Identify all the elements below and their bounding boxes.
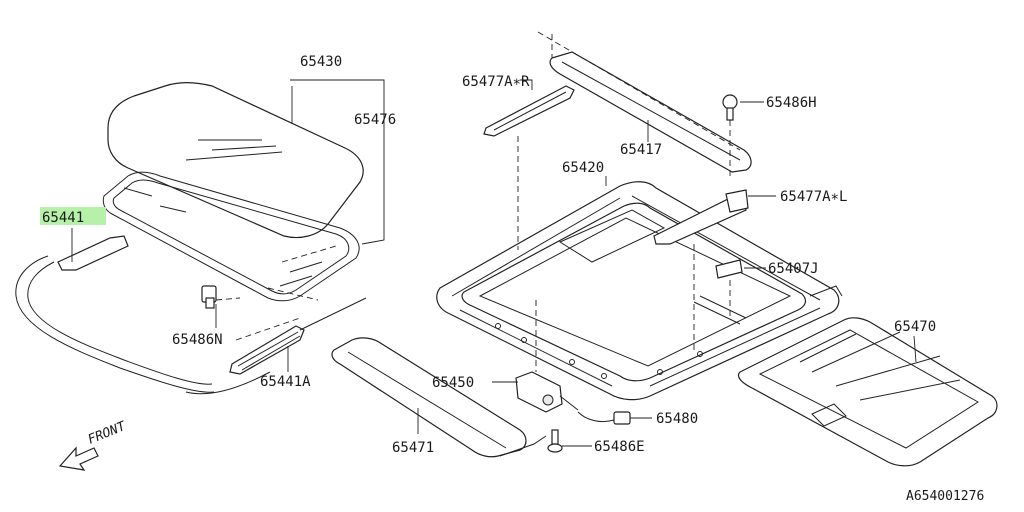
part-highlight <box>40 207 106 225</box>
front-rail[interactable] <box>537 31 752 173</box>
sunshade-panel[interactable] <box>737 317 998 467</box>
link-right[interactable] <box>483 85 575 250</box>
label-65486H[interactable]: 65486H <box>766 95 817 111</box>
front-arrow-icon <box>58 446 99 471</box>
label-65417[interactable]: 65417 <box>620 142 662 158</box>
guide-bracket[interactable] <box>229 297 367 375</box>
label-65477A-L[interactable]: 65477A∗L <box>780 189 847 205</box>
label-65486N[interactable]: 65486N <box>172 332 223 348</box>
screw-65486E[interactable] <box>547 429 563 453</box>
screw-65486H[interactable] <box>722 94 738 180</box>
label-65471[interactable]: 65471 <box>392 440 434 456</box>
label-65420[interactable]: 65420 <box>562 160 604 176</box>
motor-harness[interactable] <box>577 411 631 425</box>
label-65486E[interactable]: 65486E <box>594 439 645 455</box>
label-65476[interactable]: 65476 <box>354 112 396 128</box>
sunroof-motor[interactable] <box>515 300 579 413</box>
label-65450[interactable]: 65450 <box>432 375 474 391</box>
label-65470[interactable]: 65470 <box>894 319 936 335</box>
wind-deflector[interactable] <box>15 235 271 395</box>
glass-frame-seal[interactable] <box>102 171 360 302</box>
label-65480[interactable]: 65480 <box>656 411 698 427</box>
label-65441A[interactable]: 65441A <box>260 374 311 390</box>
label-65407J[interactable]: 65407J <box>768 261 819 277</box>
front-deflector-strip[interactable] <box>331 337 547 458</box>
sunroof-main-frame[interactable] <box>436 181 843 401</box>
label-65441[interactable]: 65441 <box>42 210 84 226</box>
leader-lines <box>71 79 917 447</box>
caution-label[interactable] <box>715 259 743 320</box>
label-65477A-R[interactable]: 65477A∗R <box>462 74 530 90</box>
front-label: FRONT <box>86 419 129 448</box>
bolt-65486N[interactable] <box>201 285 241 309</box>
glass-panel[interactable] <box>107 82 364 239</box>
label-65430[interactable]: 65430 <box>300 54 342 70</box>
figure-id: A654001276 <box>906 489 984 504</box>
link-left[interactable] <box>653 189 749 350</box>
